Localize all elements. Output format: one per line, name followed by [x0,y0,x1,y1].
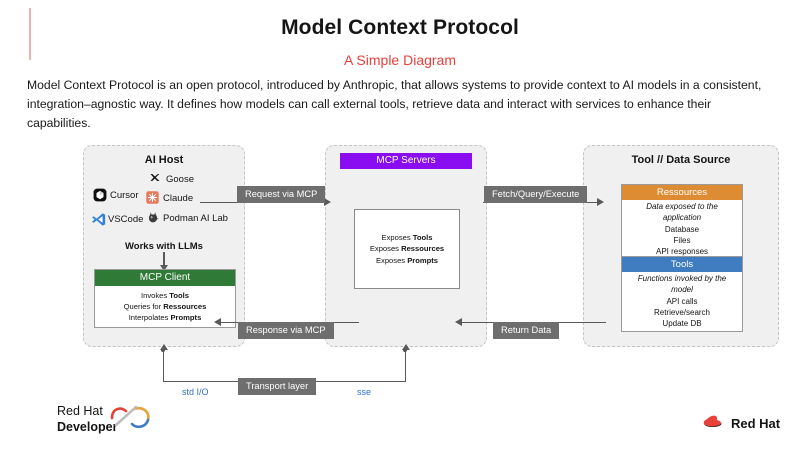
red-hat-developer-logo-line1: Red Hat [57,404,103,418]
tools-block-body: Functions invoked by the model API calls… [622,272,742,331]
transport-layer-label: Transport layer [238,378,317,395]
mcp-servers-header: MCP Servers [340,153,472,169]
tools-italic-line: Functions invoked by the [637,274,727,283]
connector-fetch-arrow [597,198,604,206]
transport-arrow-left [160,344,168,350]
app-label-goose: Goose [166,173,194,185]
goose-icon [149,172,163,186]
ressources-block-title: Ressources [622,185,742,200]
ressources-item: API responses [655,247,709,257]
developer-mark-icon [104,400,156,439]
mcp-servers-exposes-box: Exposes Tools Exposes Ressources Exposes… [354,209,460,289]
works-with-llms-arrow [160,252,167,271]
panel-ai-host-title: AI Host [144,154,184,166]
flow-label-response: Response via MCP [238,322,334,339]
left-accent-bar [29,8,31,60]
app-item-claude[interactable]: Claude [146,191,193,205]
page-subtitle: A Simple Diagram [343,52,457,68]
app-label-claude: Claude [163,192,194,204]
ressources-block-body: Data exposed to the application Database… [622,200,742,259]
exposes-line: Exposes Tools [381,232,433,242]
ressources-block: Ressources Data exposed to the applicati… [621,184,743,260]
app-item-vscode[interactable]: VSCode [91,212,143,226]
tools-italic-line: model [671,285,693,295]
app-label-podman: Podman AI Lab [163,212,228,224]
tools-item: API calls [666,296,698,306]
intro-paragraph: Model Context Protocol is an open protoc… [27,78,762,130]
tools-block-title: Tools [622,257,742,272]
podman-icon [146,211,160,225]
mcp-client-line: Interpolates Prompts [128,313,202,322]
red-hat-developer-logo-line2: Developer [57,419,118,434]
app-label-cursor: Cursor [110,189,139,201]
red-hat-fedora-icon [700,412,726,435]
panel-tool-data-source: Tool // Data Source Ressources Data expo… [583,145,779,347]
mcp-client-block: MCP Client Invokes Tools Queries for Res… [94,269,236,328]
exposes-line: Exposes Prompts [375,255,439,265]
red-hat-developer-logo: Red Hat Developer [57,400,197,440]
tools-item: Retrieve/search [653,308,711,318]
ressources-italic-line: Data exposed to the [646,202,718,211]
transport-note-std-io: std I/O [182,387,209,397]
app-item-goose[interactable]: Goose [149,172,194,186]
flow-label-fetch: Fetch/Query/Execute [484,186,588,203]
app-item-podman[interactable]: Podman AI Lab [146,211,228,225]
flow-label-return: Return Data [493,322,560,339]
page-title: Model Context Protocol [281,16,519,39]
red-hat-logo-text: Red Hat [731,416,781,431]
tools-item: Update DB [662,319,702,329]
app-item-cursor[interactable]: Cursor [93,188,139,202]
flow-label-request: Request via MCP [237,186,326,203]
exposes-line: Exposes Ressources [369,244,445,254]
mcp-client-lines: Invokes Tools Queries for Ressources Int… [95,286,235,327]
transport-arrow-right [402,344,410,350]
cursor-icon [93,188,107,202]
transport-note-sse: sse [357,387,372,397]
mcp-client-title: MCP Client [95,270,235,286]
claude-icon [146,191,160,205]
tools-block: Tools Functions invoked by the model API… [621,256,743,332]
transport-line-left [163,350,165,382]
panel-ai-host: AI Host Cursor [83,145,245,347]
works-with-llms-label: Works with LLMs [125,241,203,252]
red-hat-logo: Red Hat [700,412,780,435]
mcp-client-line: Queries for Ressources [123,302,207,311]
ressources-italic-line: application [662,213,702,223]
ressources-item: Files [673,236,691,246]
host-app-list: Cursor VSCode Goose [84,172,244,234]
app-label-vscode: VSCode [108,213,144,225]
panel-mcp-servers: MCP Servers Exposes Tools Exposes Ressou… [325,145,487,347]
transport-line-right [405,350,407,382]
connector-response-arrow [214,318,221,326]
vscode-icon [91,212,106,226]
mcp-client-line: Invokes Tools [141,291,189,300]
connector-return-arrow [455,318,462,326]
panel-tool-data-source-title: Tool // Data Source [631,154,731,166]
ressources-item: Database [664,224,700,234]
connector-request-arrow [324,198,331,206]
